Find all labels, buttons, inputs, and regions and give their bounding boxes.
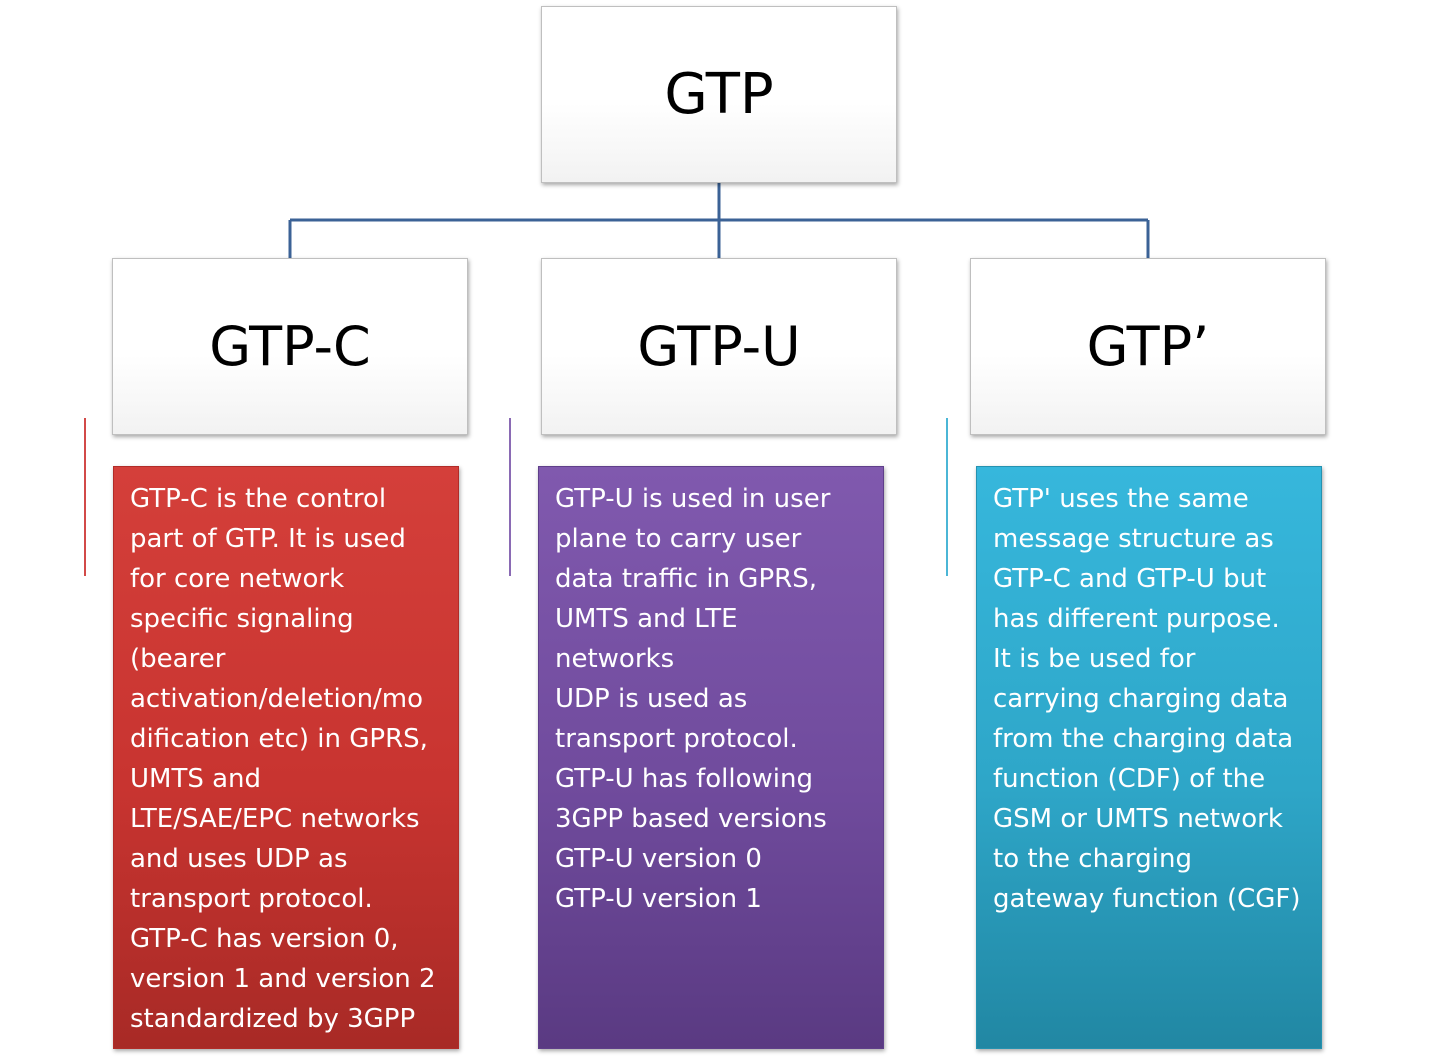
description-gtp-u: GTP-U is used in user plane to carry use… xyxy=(538,466,884,1049)
node-gtp-u: GTP-U xyxy=(541,258,897,435)
accent-bar-gtp-u xyxy=(509,418,511,576)
node-gtp-u-label: GTP-U xyxy=(637,315,801,378)
node-gtp-root: GTP xyxy=(541,6,897,183)
accent-bar-gtp-c xyxy=(84,418,86,576)
accent-bar-gtp-prime xyxy=(946,418,948,576)
node-gtp-c: GTP-C xyxy=(112,258,468,435)
node-gtp-c-label: GTP-C xyxy=(209,315,371,378)
node-gtp-prime: GTP’ xyxy=(970,258,1326,435)
node-gtp-prime-label: GTP’ xyxy=(1086,315,1210,378)
node-gtp-root-label: GTP xyxy=(664,62,774,127)
description-gtp-c: GTP-C is the control part of GTP. It is … xyxy=(113,466,459,1049)
description-gtp-prime: GTP' uses the same message structure as … xyxy=(976,466,1322,1049)
